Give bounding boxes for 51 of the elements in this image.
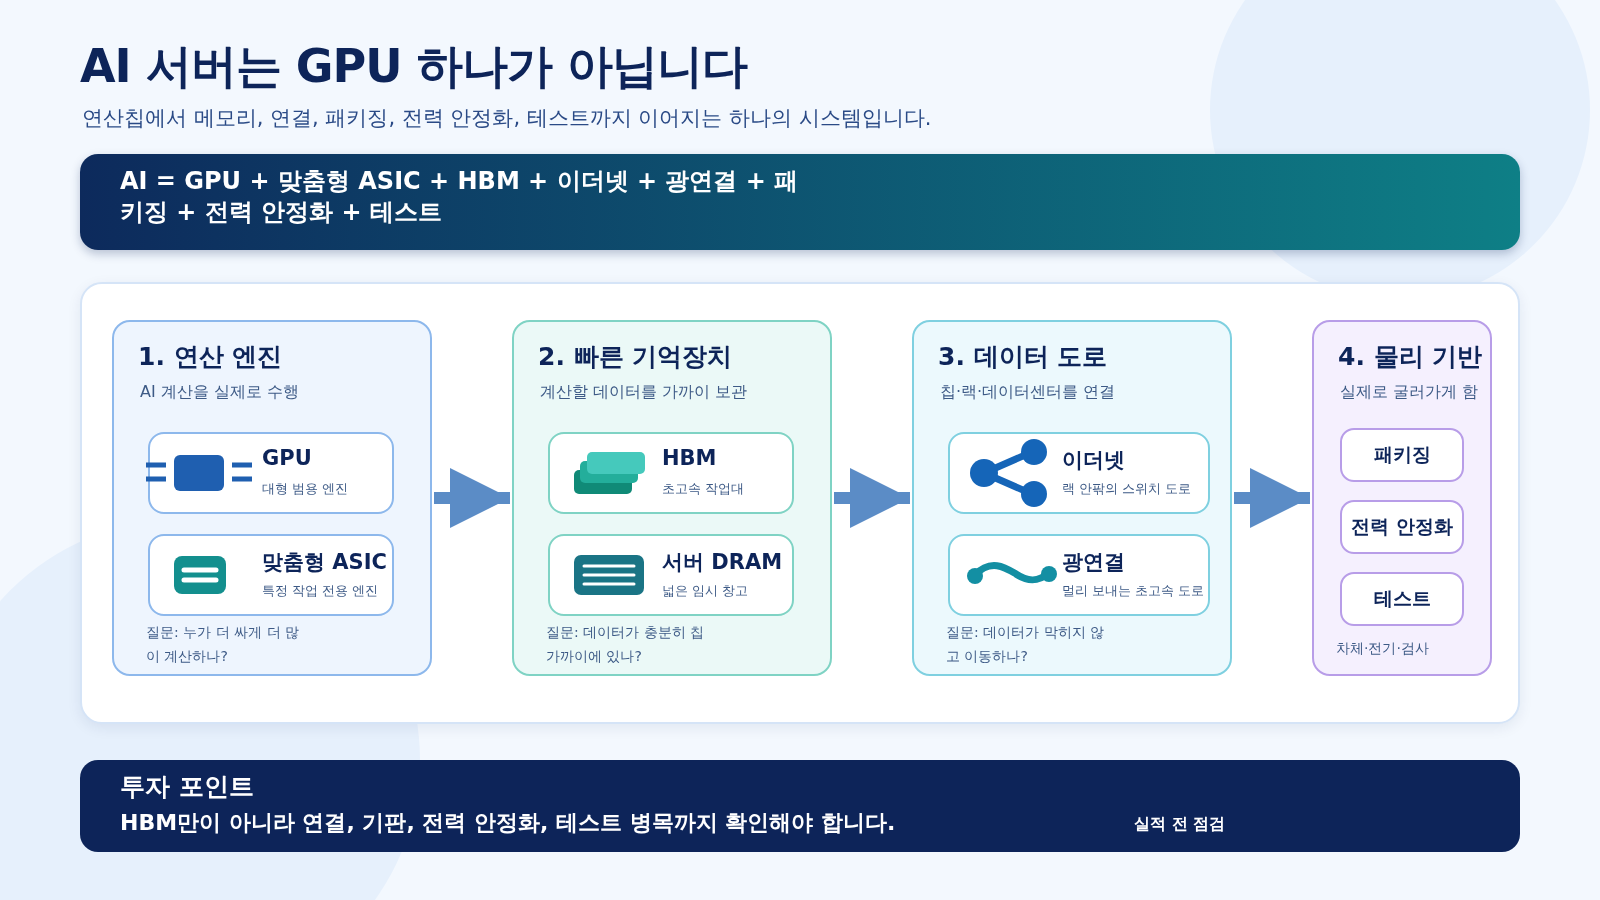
component-card bbox=[548, 534, 794, 616]
subtitle: 연산칩에서 메모리, 연결, 패키징, 전력 안정화, 테스트까지 이어지는 하나의 시스템입니다. bbox=[82, 105, 932, 132]
panel-subtitle: 실제로 굴러가게 함 bbox=[1340, 382, 1479, 403]
summary-banner bbox=[80, 760, 1520, 852]
component-name: HBM bbox=[662, 446, 717, 470]
component-card bbox=[948, 432, 1210, 514]
component-name: 서버 DRAM bbox=[662, 549, 783, 576]
panel-subtitle: 계산할 데이터를 가까이 보관 bbox=[540, 382, 748, 403]
note-text: 실적 전 점검 bbox=[1134, 814, 1226, 835]
question-text: 질문: 데이터가 충분히 칩 가까이에 있나? bbox=[546, 623, 706, 666]
panel-title: 2. 빠른 기억장치 bbox=[538, 341, 733, 373]
chip-label: 테스트 bbox=[1373, 586, 1431, 611]
arrow bbox=[434, 468, 510, 528]
component-description: 특정 작업 전용 엔진 bbox=[262, 582, 379, 600]
component-name: GPU bbox=[262, 446, 312, 470]
chip-label: 전력 안정화 bbox=[1351, 514, 1453, 539]
chip-label: 패키징 bbox=[1373, 442, 1431, 467]
component-description: 대형 범용 엔진 bbox=[262, 480, 349, 498]
panel-title: 1. 연산 엔진 bbox=[138, 341, 283, 373]
component-description: 넓은 임시 창고 bbox=[662, 582, 749, 600]
category-panel bbox=[912, 320, 1232, 676]
component-description: 초고속 작업대 bbox=[662, 480, 745, 498]
component-card bbox=[548, 432, 794, 514]
category-panel bbox=[1312, 320, 1492, 676]
arrow bbox=[834, 468, 910, 528]
panel-subtitle: 칩·랙·데이터센터를 연결 bbox=[940, 382, 1116, 403]
component-card bbox=[148, 534, 394, 616]
formula-text: AI = GPU + 맞춤형 ASIC + HBM + 이더넷 + 광연결 + 패키징 + 전력 안정화 + 테스트 bbox=[120, 166, 800, 228]
panel-title: 4. 물리 기반 bbox=[1338, 341, 1483, 373]
component-chip bbox=[1340, 500, 1464, 554]
panel-title: 3. 데이터 도로 bbox=[938, 341, 1108, 373]
formula-banner bbox=[80, 154, 1520, 250]
summary-text: HBM만이 아니라 연결, 기판, 전력 안정화, 테스트 병목까지 확인해야 합니다. bbox=[120, 809, 896, 837]
component-name: 광연결 bbox=[1062, 549, 1125, 576]
component-chip bbox=[1340, 428, 1464, 482]
component-card bbox=[148, 432, 394, 514]
component-name: 맞춤형 ASIC bbox=[262, 549, 387, 576]
component-chip bbox=[1340, 572, 1464, 626]
category-panel bbox=[112, 320, 432, 676]
component-description: 멀리 보내는 초고속 도로 bbox=[1062, 582, 1205, 600]
component-name: 이더넷 bbox=[1062, 447, 1125, 474]
question-text: 질문: 데이터가 막히지 않고 이동하나? bbox=[946, 623, 1106, 666]
category-panel bbox=[512, 320, 832, 676]
component-card bbox=[948, 534, 1210, 616]
summary-heading: 투자 포인트 bbox=[120, 771, 254, 803]
component-description: 랙 안팎의 스위치 도로 bbox=[1062, 480, 1192, 498]
question-text: 질문: 누가 더 싸게 더 많이 계산하나? bbox=[146, 623, 300, 666]
arrow bbox=[1234, 468, 1310, 528]
question-text: 차체·전기·검사 bbox=[1336, 639, 1430, 658]
panel-subtitle: AI 계산을 실제로 수행 bbox=[140, 382, 299, 403]
page-title: AI 서버는 GPU 하나가 아닙니다 bbox=[80, 38, 747, 95]
